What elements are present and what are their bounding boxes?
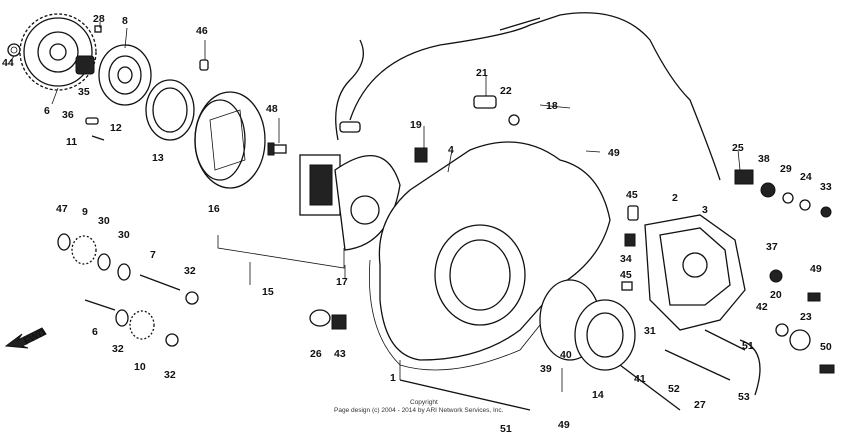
callout-label-13: 13: [152, 152, 164, 164]
callout-label-45: 45: [620, 269, 632, 281]
callout-label-50: 50: [820, 341, 832, 353]
gasket-ring: [145, 79, 195, 141]
long-bolts: [399, 329, 746, 411]
callout-label-32: 32: [112, 343, 124, 355]
callout-label-3: 3: [702, 204, 708, 216]
copyright-line-1: Copyright: [410, 399, 438, 406]
callout-label-8: 8: [122, 15, 128, 27]
starter-clutch: [98, 44, 152, 106]
callout-label-30: 30: [118, 229, 130, 241]
callout-label-2: 2: [672, 192, 678, 204]
callout-label-46: 46: [196, 25, 208, 37]
callout-label-31: 31: [644, 325, 656, 337]
callout-label-6: 6: [44, 105, 50, 117]
screw-21: [473, 95, 520, 126]
callout-label-4: 4: [448, 144, 454, 156]
callout-label-32: 32: [164, 369, 176, 381]
callout-label-21: 21: [476, 67, 488, 79]
callout-label-29: 29: [780, 163, 792, 175]
callout-label-20: 20: [770, 289, 782, 301]
leader-bracket-15: [217, 235, 345, 269]
cable-end: [499, 17, 541, 31]
plug-26: [309, 309, 347, 330]
callout-label-10: 10: [134, 361, 146, 373]
stator-assembly: [299, 39, 401, 251]
callout-label-41: 41: [634, 373, 646, 385]
callout-label-47: 47: [56, 203, 68, 215]
callout-label-24: 24: [800, 171, 812, 183]
leader-lines: [9, 22, 741, 392]
callout-label-17: 17: [336, 276, 348, 288]
callout-label-40: 40: [560, 349, 572, 361]
callout-label-38: 38: [758, 153, 770, 165]
bearing: [75, 25, 102, 75]
callout-label-45: 45: [626, 189, 638, 201]
callout-label-43: 43: [334, 348, 346, 360]
callout-label-51: 51: [500, 423, 512, 435]
callout-label-12: 12: [110, 122, 122, 134]
kick-shaft-parts: [57, 233, 199, 347]
bolt-19: [414, 147, 428, 163]
callout-label-6: 6: [92, 326, 98, 338]
callout-label-49: 49: [608, 147, 620, 159]
callout-label-34: 34: [620, 253, 632, 265]
small-pins: [85, 59, 209, 141]
callout-label-26: 26: [310, 348, 322, 360]
callout-label-52: 52: [668, 383, 680, 395]
callout-label-18: 18: [546, 100, 558, 112]
flywheel-rotor: [194, 91, 266, 189]
callout-label-19: 19: [410, 119, 422, 131]
callout-label-53: 53: [738, 391, 750, 403]
callout-label-35: 35: [78, 86, 90, 98]
misc-small-parts: [621, 205, 821, 302]
callout-label-49: 49: [558, 419, 570, 431]
callout-label-16: 16: [208, 203, 220, 215]
wire-harness: [349, 12, 721, 181]
crankcase-cover: [369, 141, 611, 371]
fwd-arrow: FWD: [4, 327, 48, 349]
callout-label-7: 7: [150, 249, 156, 261]
callout-label-37: 37: [766, 241, 778, 253]
callout-label-27: 27: [694, 399, 706, 411]
bolt-48: [267, 142, 287, 156]
callout-label-48: 48: [266, 103, 278, 115]
callout-label-32: 32: [184, 265, 196, 277]
right-cover: [644, 214, 746, 331]
callout-label-51: 51: [742, 340, 754, 352]
callout-label-49: 49: [810, 263, 822, 275]
copyright-line-2: Page design (c) 2004 - 2014 by ARI Netwo…: [334, 407, 504, 414]
callout-label-25: 25: [732, 142, 744, 154]
oil-filter-parts: [734, 169, 832, 218]
callout-label-1: 1: [390, 372, 396, 384]
sprocket-gear: [7, 13, 97, 91]
callout-label-33: 33: [820, 181, 832, 193]
cable-bracket: [739, 323, 835, 396]
callout-label-44: 44: [2, 57, 14, 69]
callout-label-15: 15: [262, 286, 274, 298]
callout-label-36: 36: [62, 109, 74, 121]
callout-label-42: 42: [756, 301, 768, 313]
callout-label-11: 11: [66, 136, 77, 148]
cover-gasket: [539, 279, 636, 371]
callout-label-9: 9: [82, 206, 88, 218]
fwd-label: FWD: [22, 327, 47, 347]
callout-label-14: 14: [592, 389, 604, 401]
callout-label-22: 22: [500, 85, 512, 97]
callout-label-28: 28: [93, 13, 105, 25]
callout-label-23: 23: [800, 311, 812, 323]
callout-label-30: 30: [98, 215, 110, 227]
callout-label-39: 39: [540, 363, 552, 375]
